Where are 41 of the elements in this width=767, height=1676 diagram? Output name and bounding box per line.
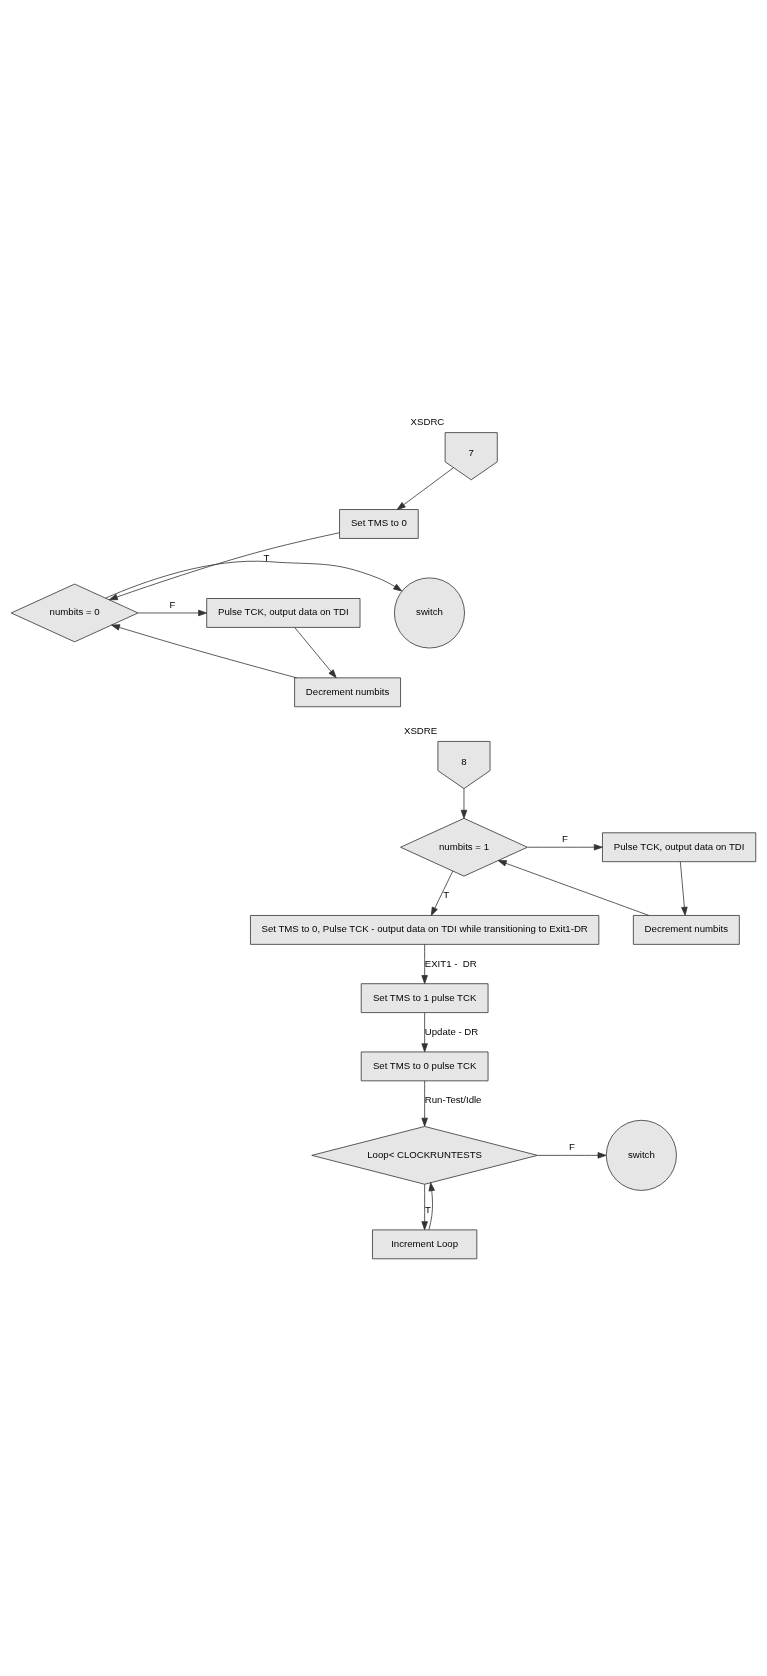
- edge-label: F: [568, 1141, 575, 1153]
- arrow: [428, 1182, 435, 1231]
- arrow: [497, 860, 650, 916]
- node-box: Set TMS to 1 pulse TCK: [360, 983, 489, 1013]
- arrow: [294, 627, 337, 679]
- edge-label: EXIT1 - DR: [424, 957, 477, 969]
- node-label: XSDRE: [404, 724, 438, 736]
- arrow: [421, 1012, 428, 1053]
- edge-label: T: [263, 551, 270, 563]
- arrow: [421, 1080, 428, 1127]
- arrow: [679, 861, 688, 916]
- edge-label: T: [424, 1203, 431, 1215]
- arrow: [396, 467, 454, 510]
- node-diamond: numbits = 0: [10, 583, 139, 643]
- arrow: [421, 1183, 428, 1231]
- node-diamond: Loop< CLOCKRUNTESTS: [311, 1126, 538, 1185]
- node-box: Set TMS to 0: [339, 509, 419, 539]
- node-box: Set TMS to 0 pulse TCK: [360, 1051, 489, 1082]
- arrow: [108, 532, 340, 601]
- edge-label: Run-Test/Idle: [424, 1093, 482, 1105]
- arrow: [460, 788, 468, 819]
- node-box: Increment Loop: [372, 1229, 478, 1260]
- edge-label: Update - DR: [424, 1025, 479, 1037]
- node-circle: switch: [605, 1119, 677, 1191]
- node-box: Decrement numbits: [632, 915, 740, 945]
- node-diamond: numbits = 1: [400, 817, 528, 877]
- arrow: [527, 844, 603, 851]
- node-box: Pulse TCK, output data on TDI: [206, 598, 361, 628]
- arrow: [105, 560, 403, 599]
- arrow: [537, 1152, 607, 1159]
- node-box: Pulse TCK, output data on TDI: [602, 832, 757, 863]
- edge-label: F: [169, 598, 176, 610]
- edge-label: T: [443, 889, 450, 901]
- edge-label: F: [561, 833, 568, 845]
- node-box: Decrement numbits: [294, 677, 401, 708]
- arrow: [430, 870, 454, 916]
- arrow: [421, 944, 428, 984]
- node-box: Set TMS to 0, Pulse TCK - output data on TDI while transitioning to Exit1-DR: [250, 915, 600, 945]
- arrow: [137, 609, 207, 617]
- node-label: XSDRC: [410, 415, 445, 427]
- arrow: [111, 624, 297, 679]
